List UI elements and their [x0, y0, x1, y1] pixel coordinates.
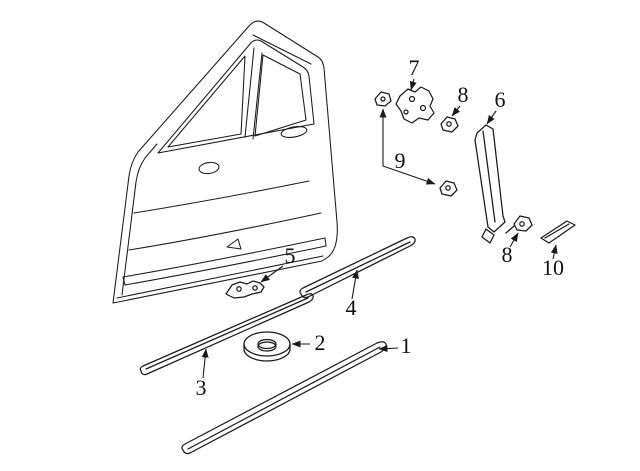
- clip-5-outline: [225, 280, 265, 299]
- door-bottom-inner-line: [116, 255, 324, 299]
- callout-9: 9: [395, 148, 406, 173]
- clip-part-5: [225, 280, 265, 299]
- clip-5-hole-a: [236, 286, 242, 292]
- door-crease-line-upper: [133, 180, 310, 214]
- clip-9-upper-hole: [380, 96, 386, 102]
- door-front-edge-inner-line: [121, 143, 158, 296]
- clip-8-lower-tail: [505, 225, 515, 234]
- pillar-trim-part-6: [474, 124, 506, 244]
- bracket-7-hole-c: [403, 109, 409, 115]
- window-divider-line-a: [244, 47, 255, 138]
- strip-10-outline: [540, 220, 576, 244]
- callout-4: 4: [346, 295, 357, 320]
- leader-arrow-10: [550, 244, 558, 260]
- door-crease-line-lower: [128, 212, 322, 251]
- clip-5-hole-b: [252, 285, 258, 291]
- leader-arrow-3: [201, 348, 209, 379]
- callout-6: 6: [495, 87, 506, 112]
- window-divider-line-b: [252, 52, 263, 140]
- tape-roll-outer: [243, 331, 291, 357]
- callout-3: 3: [196, 375, 207, 400]
- tape-roll-hole: [257, 338, 277, 350]
- leader-arrow-4: [351, 269, 360, 300]
- clip-part-8-lower: [505, 215, 533, 234]
- clip-8-upper-outline: [440, 116, 459, 133]
- molding-3-crease: [145, 297, 309, 370]
- door-outer-outline: [112, 20, 338, 304]
- molding-4-outline: [299, 236, 416, 299]
- tape-roll-hole-depth: [257, 341, 277, 352]
- clip-part-8-upper: [440, 116, 459, 133]
- bracket-part-7: [395, 86, 435, 124]
- clip-8-lower-outline: [513, 215, 533, 232]
- callout-7: 7: [409, 55, 420, 80]
- bracket-7-hole-b: [419, 104, 427, 112]
- strip-10-inner-line: [544, 223, 570, 239]
- molding-1-crease: [187, 346, 381, 450]
- molding-part-4: [299, 236, 416, 299]
- door-lower-molding-top-line: [122, 237, 326, 278]
- pillar-6-outline: [474, 124, 506, 233]
- strip-part-10: [540, 220, 576, 244]
- molding-4-crease: [305, 241, 411, 293]
- callout-8-upper: 8: [458, 82, 469, 107]
- pillar-6-inner-line: [482, 130, 496, 223]
- clip-group-part-9: [374, 91, 458, 197]
- leader-arrow-8-upper: [451, 105, 461, 117]
- clip-8-upper-hole: [446, 121, 452, 127]
- window-opening: [157, 39, 315, 154]
- bracket-7-hole-a: [408, 95, 416, 103]
- tape-roll-part-2: [243, 331, 291, 362]
- leader-arrow-5: [260, 265, 284, 283]
- door-lower-molding-bottom-line: [124, 245, 327, 286]
- molding-part-3: [139, 293, 314, 376]
- callout-1: 1: [401, 333, 412, 358]
- leader-arrow-6: [486, 110, 497, 125]
- clip-9-lower-outline: [439, 180, 458, 197]
- callout-5: 5: [285, 243, 296, 268]
- callout-2: 2: [315, 330, 326, 355]
- leader-arrow-8-lower: [509, 232, 519, 248]
- leader-lines: [201, 78, 558, 379]
- window-pane-rear: [254, 54, 307, 137]
- tape-roll-thickness: [243, 343, 291, 362]
- callout-10: 10: [542, 255, 564, 280]
- door-handle: [280, 126, 308, 138]
- leader-9-diagonal-arrow: [382, 165, 436, 185]
- callout-labels: 1 2 3 4 5 6 7 8 8 9 10: [196, 55, 565, 400]
- molding-3-outline: [139, 293, 314, 376]
- clip-9-lower-hole: [445, 185, 451, 191]
- molding-part-1: [181, 341, 387, 455]
- window-pane-front: [167, 55, 246, 148]
- clip-9-upper-outline: [374, 91, 392, 107]
- window-frame-top-line: [252, 34, 312, 65]
- door-panel-oval: [198, 161, 220, 175]
- bracket-7-outline: [395, 86, 435, 124]
- molding-1-outline: [181, 341, 387, 455]
- door-lower-molding-end-caps: [122, 237, 327, 286]
- pillar-6-foot: [481, 228, 495, 244]
- door-assembly: [112, 20, 338, 304]
- door-triangle-detail: [226, 238, 242, 250]
- callout-8-lower: 8: [502, 242, 513, 267]
- clip-8-lower-hole: [519, 221, 525, 227]
- leader-arrow-1: [378, 345, 399, 353]
- leader-arrow-7: [409, 78, 417, 91]
